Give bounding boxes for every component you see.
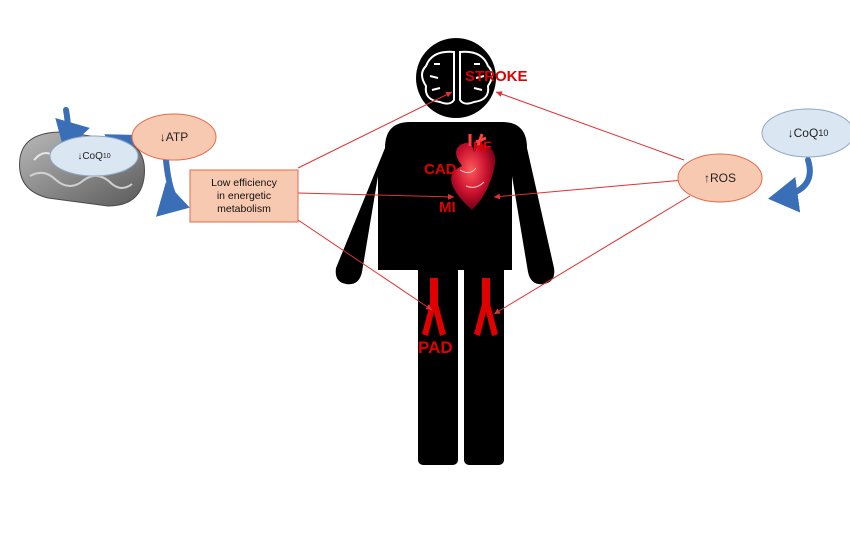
stroke-label: STROKE: [465, 68, 528, 85]
head-shape: [416, 38, 496, 118]
link-efficiency-to-heart: [297, 192, 455, 200]
brain-icon: [421, 50, 493, 105]
arrow-atp-to-efficiency: [155, 157, 190, 217]
atp-label: ↓ATP: [159, 130, 189, 144]
leg-artery-icons: [422, 278, 498, 336]
pad-label: PAD: [418, 338, 453, 357]
cad-label: CAD: [424, 161, 457, 178]
right-coq10-prefix: ↓: [787, 126, 794, 140]
heart-icon: [451, 133, 496, 210]
arrow-coq10-to-ros: [768, 157, 813, 213]
efficiency-line-1: Low efficiency: [211, 176, 277, 189]
right-leg-shape: [464, 265, 504, 465]
link-efficiency-to-pad: [297, 219, 433, 311]
right-coq10-ellipse: [761, 108, 850, 158]
link-ros-to-stroke: [495, 91, 685, 161]
right-coq10-sub: 10: [818, 128, 829, 138]
ros-label: ↑ROS: [703, 171, 736, 185]
efficiency-box-shape: [189, 169, 299, 223]
left-coq10-name: CoQ: [82, 150, 103, 162]
atp-ellipse: [131, 113, 217, 161]
hf-label: HF: [473, 138, 492, 154]
left-coq10-ellipse: [49, 135, 139, 177]
link-efficiency-to-stroke: [297, 91, 453, 169]
human-figure: [335, 38, 555, 465]
left-coq10-prefix: ↓: [77, 150, 83, 162]
ros-ellipse: [677, 153, 763, 203]
efficiency-line-2: in energetic: [216, 189, 272, 202]
right-coq10-name: CoQ: [793, 126, 819, 140]
left-coq10-sub: 10: [102, 152, 111, 160]
mi-label: MI: [439, 199, 456, 216]
link-ros-to-heart: [493, 179, 685, 200]
efficiency-box-label: Low efficiency in energetic metabolism: [190, 170, 298, 222]
efficiency-line-3: metabolism: [217, 202, 271, 215]
link-ros-to-pad: [493, 195, 691, 315]
torso-and-arms-shape: [335, 122, 555, 285]
link-lines: [297, 91, 691, 315]
